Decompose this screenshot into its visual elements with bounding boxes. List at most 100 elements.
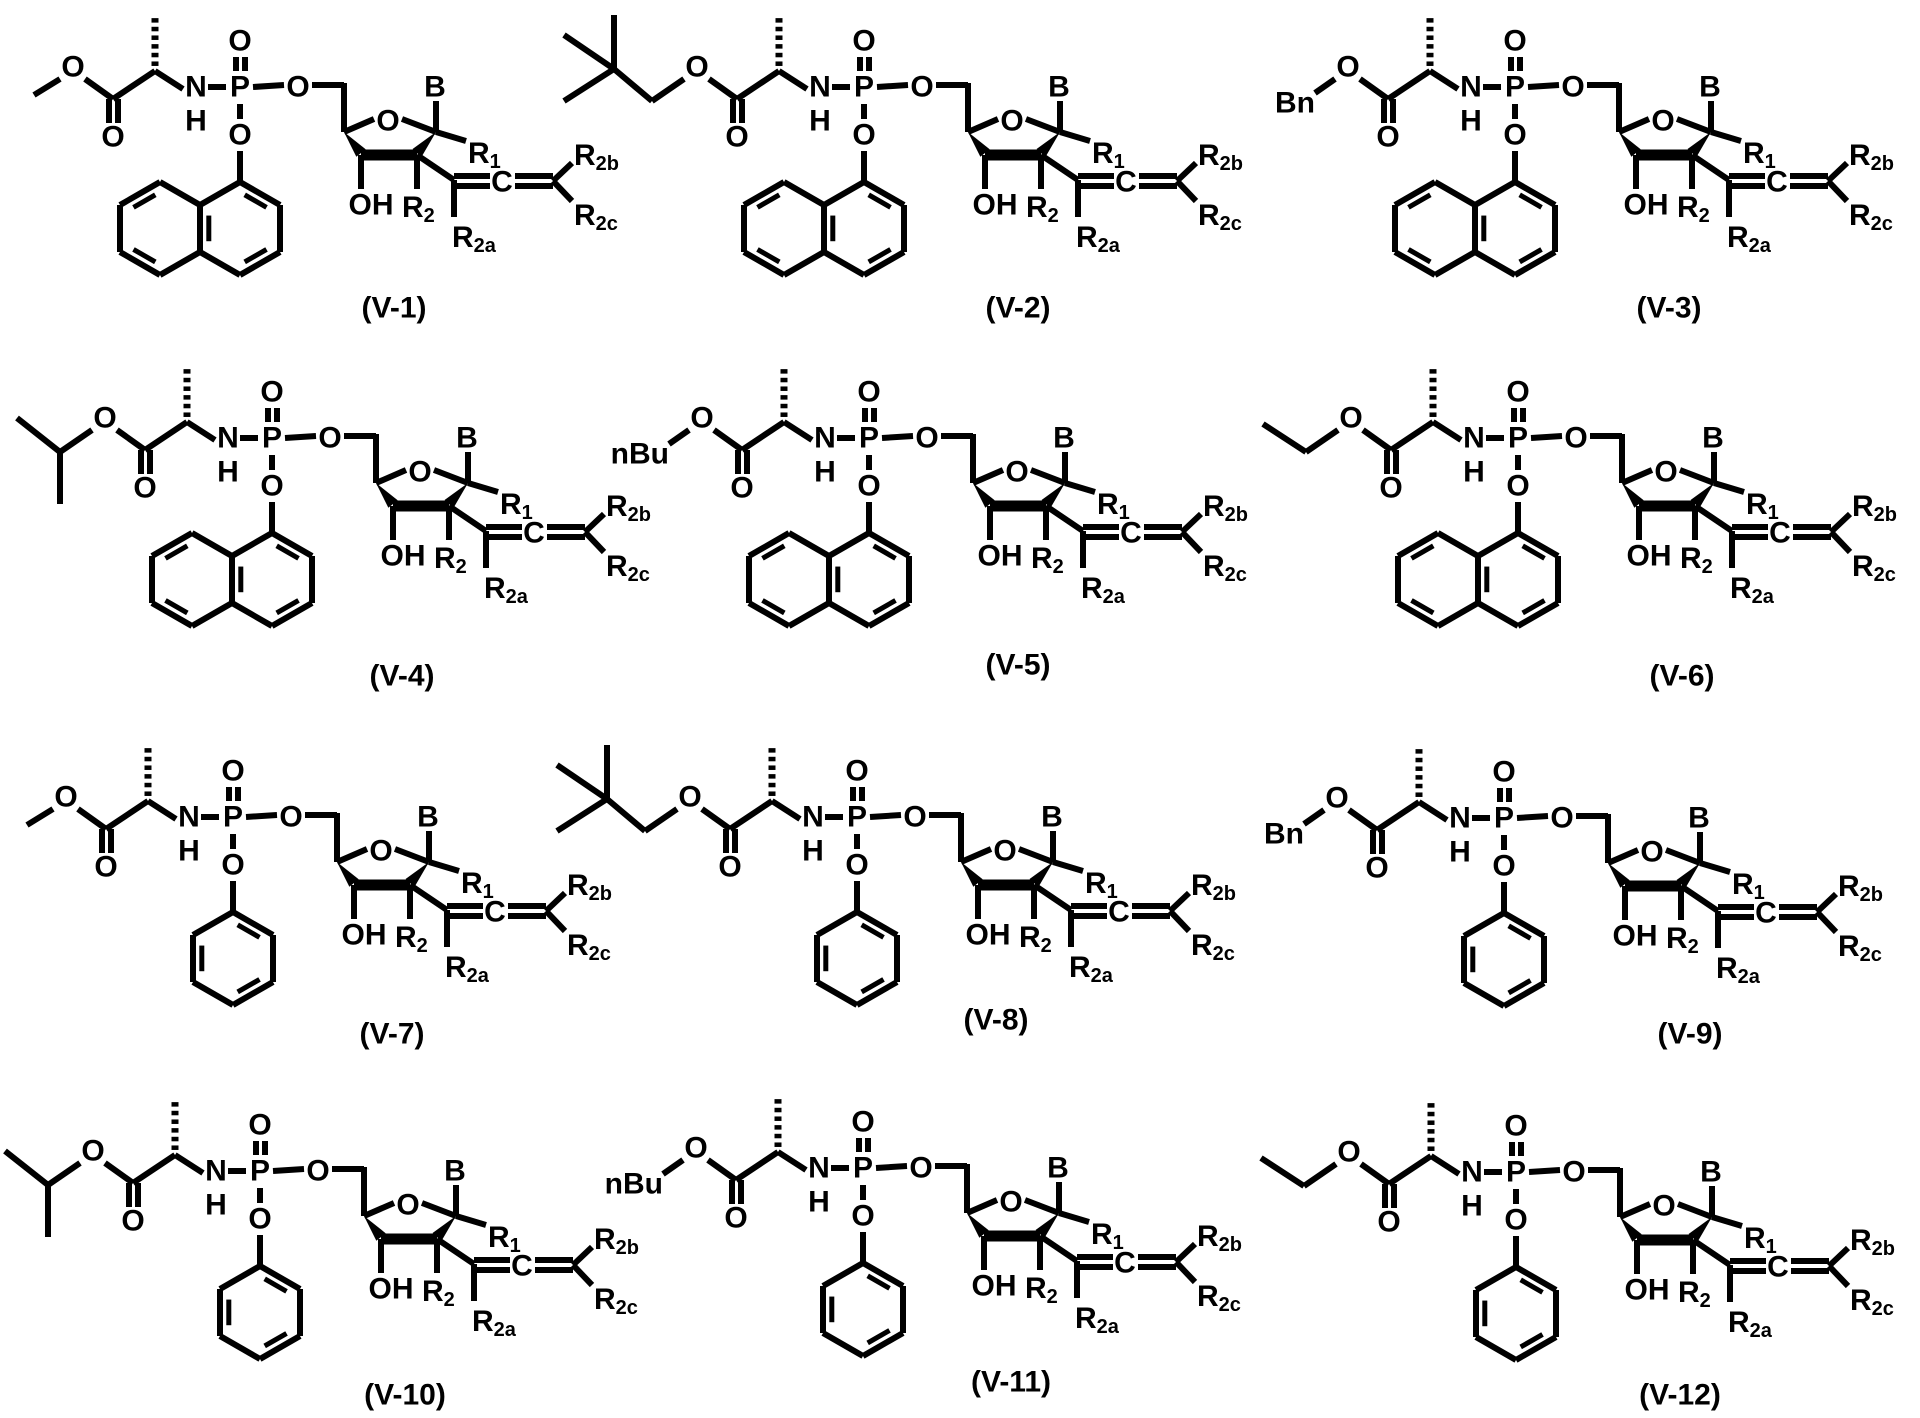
phenyl-ring bbox=[814, 909, 900, 1008]
phosphorus: P bbox=[854, 71, 874, 104]
amide-h: H bbox=[217, 456, 239, 489]
r2c-label: R2c bbox=[1849, 199, 1893, 236]
naphthyl-ring bbox=[1395, 530, 1561, 629]
r2a-label: R2a bbox=[484, 572, 529, 609]
r1-label: R1 bbox=[1732, 868, 1765, 905]
amide-n: N bbox=[1460, 71, 1482, 104]
r1-label: R1 bbox=[1085, 867, 1118, 904]
amide-h: H bbox=[1460, 105, 1482, 138]
hydroxyl-label: OH bbox=[1627, 540, 1672, 573]
r2b-label: R2b bbox=[1203, 490, 1248, 527]
aryloxy-oxygen: O bbox=[851, 1200, 874, 1233]
r1-label: R1 bbox=[461, 867, 494, 904]
compound-label: (V-6) bbox=[1649, 660, 1714, 693]
r1-label: R1 bbox=[488, 1221, 521, 1258]
amide-h: H bbox=[802, 835, 824, 868]
phosphorus: P bbox=[1508, 422, 1528, 455]
r1-label: R1 bbox=[1744, 1222, 1777, 1259]
ester-5prime-oxygen: O bbox=[903, 801, 926, 834]
carbonyl-oxygen: O bbox=[94, 851, 117, 884]
amide-h: H bbox=[178, 835, 200, 868]
amide-n: N bbox=[205, 1155, 227, 1188]
ester-oxygen: O bbox=[1337, 1136, 1360, 1169]
phosphorus: P bbox=[1505, 71, 1525, 104]
aryloxy-oxygen: O bbox=[852, 119, 875, 152]
r2a-label: R2a bbox=[1716, 952, 1761, 989]
furanose-oxygen: O bbox=[999, 1186, 1022, 1219]
allene-center-carbon: C bbox=[1120, 517, 1142, 550]
amide-h: H bbox=[1449, 836, 1471, 869]
r1-label: R1 bbox=[1092, 137, 1125, 174]
r2-label: R2 bbox=[395, 921, 428, 958]
naphthyl-ring bbox=[149, 530, 315, 629]
r2c-label: R2c bbox=[1198, 199, 1242, 236]
allene-center-carbon: C bbox=[1115, 166, 1137, 199]
compound-label: (V-10) bbox=[364, 1379, 446, 1412]
ester-oxygen: O bbox=[1325, 782, 1348, 815]
r2c-label: R2c bbox=[1838, 930, 1882, 967]
r2c-label: R2c bbox=[1850, 1284, 1894, 1321]
ester-oxygen: O bbox=[81, 1135, 104, 1168]
ester-5prime-oxygen: O bbox=[286, 71, 309, 104]
r2b-label: R2b bbox=[567, 869, 612, 906]
phosphorus: P bbox=[853, 1152, 873, 1185]
allene-center-carbon: C bbox=[1755, 897, 1777, 930]
base-label: B bbox=[1688, 802, 1710, 835]
carbonyl-oxygen: O bbox=[121, 1205, 144, 1238]
allene-center-carbon: C bbox=[1767, 1251, 1789, 1284]
base-label: B bbox=[1041, 801, 1063, 834]
amide-n: N bbox=[1449, 802, 1471, 835]
base-label: B bbox=[1700, 1156, 1722, 1189]
ester-5prime-oxygen: O bbox=[306, 1155, 329, 1188]
allene-center-carbon: C bbox=[1114, 1247, 1136, 1280]
r2c-label: R2c bbox=[1203, 550, 1247, 587]
r2a-label: R2a bbox=[1727, 221, 1772, 258]
ester-group-label: nBu bbox=[611, 438, 669, 471]
ester-oxygen: O bbox=[61, 51, 84, 84]
carbonyl-oxygen: O bbox=[133, 472, 156, 505]
ester-oxygen: O bbox=[1339, 402, 1362, 435]
amide-h: H bbox=[814, 456, 836, 489]
hydroxyl-label: OH bbox=[973, 189, 1018, 222]
base-label: B bbox=[1702, 422, 1724, 455]
ester-5prime-oxygen: O bbox=[1564, 422, 1587, 455]
ester-oxygen: O bbox=[684, 1132, 707, 1165]
phosphoryl-oxygen: O bbox=[845, 755, 868, 788]
carbonyl-oxygen: O bbox=[724, 1202, 747, 1235]
phosphorus: P bbox=[859, 422, 879, 455]
r2-label: R2 bbox=[402, 191, 435, 228]
ester-5prime-oxygen: O bbox=[915, 422, 938, 455]
aryloxy-oxygen: O bbox=[221, 849, 244, 882]
amide-h: H bbox=[185, 105, 207, 138]
allene-center-carbon: C bbox=[1769, 517, 1791, 550]
carbonyl-oxygen: O bbox=[1377, 1206, 1400, 1239]
ester-5prime-oxygen: O bbox=[909, 1152, 932, 1185]
aryloxy-oxygen: O bbox=[1504, 1204, 1527, 1237]
allene-center-carbon: C bbox=[511, 1250, 533, 1283]
r2-label: R2 bbox=[1677, 191, 1710, 228]
r2a-label: R2a bbox=[1728, 1306, 1773, 1343]
carbonyl-oxygen: O bbox=[1376, 121, 1399, 154]
ester-oxygen: O bbox=[54, 781, 77, 814]
phosphorus: P bbox=[262, 422, 282, 455]
phosphorus: P bbox=[1506, 1156, 1526, 1189]
phenyl-ring bbox=[1473, 1264, 1559, 1363]
compound-label: (V-2) bbox=[985, 292, 1050, 325]
r2a-label: R2a bbox=[445, 951, 490, 988]
base-label: B bbox=[1699, 71, 1721, 104]
r1-label: R1 bbox=[1746, 488, 1779, 525]
ester-5prime-oxygen: O bbox=[910, 71, 933, 104]
r2-label: R2 bbox=[434, 542, 467, 579]
r2-label: R2 bbox=[422, 1275, 455, 1312]
r2c-label: R2c bbox=[606, 550, 650, 587]
allene-center-carbon: C bbox=[1108, 896, 1130, 929]
r2a-label: R2a bbox=[1069, 951, 1114, 988]
ester-5prime-oxygen: O bbox=[1561, 71, 1584, 104]
furanose-oxygen: O bbox=[376, 105, 399, 138]
compound-label: (V-12) bbox=[1639, 1379, 1721, 1412]
r2a-label: R2a bbox=[452, 221, 497, 258]
hydroxyl-label: OH bbox=[966, 919, 1011, 952]
